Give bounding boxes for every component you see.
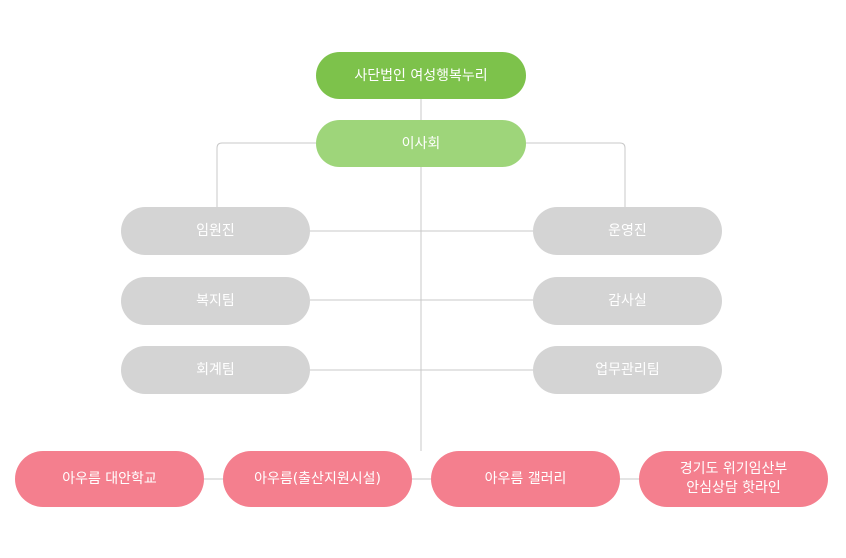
unit-label: 업무관리팀 [595, 362, 660, 378]
facility-label: 아우름 갤러리 [484, 471, 567, 487]
unit-label: 복지팀 [196, 293, 235, 309]
facility-node-birth-support: 아우름(출산지원시설) [223, 451, 412, 507]
unit-node-accounting-team: 회계팀 [121, 346, 310, 394]
unit-label: 회계팀 [196, 362, 235, 378]
unit-label: 운영진 [608, 223, 647, 239]
board-left-branch [216, 142, 316, 207]
root-label: 사단법인 여성행복누리 [354, 67, 488, 84]
unit-node-business-management-team: 업무관리팀 [533, 346, 722, 394]
unit-label: 임원진 [196, 223, 235, 239]
facility-node-gallery: 아우름 갤러리 [431, 451, 620, 507]
facility-label-line-1: 경기도 위기임산부 [679, 461, 788, 477]
root-node: 사단법인 여성행복누리 [316, 52, 526, 99]
board-right-branch [526, 142, 626, 207]
facility-label-line-2: 안심상담 핫라인 [686, 480, 781, 496]
board-label: 이사회 [401, 135, 441, 152]
board-node: 이사회 [316, 120, 526, 167]
unit-node-operations: 운영진 [533, 207, 722, 255]
unit-label: 감사실 [608, 293, 647, 309]
unit-node-welfare-team: 복지팀 [121, 277, 310, 325]
facility-label: 아우름 대안학교 [62, 471, 157, 487]
unit-node-audit-office: 감사실 [533, 277, 722, 325]
facility-node-alternative-school: 아우름 대안학교 [15, 451, 204, 507]
facility-node-hotline: 경기도 위기임산부 안심상담 핫라인 [639, 451, 828, 507]
unit-node-executives: 임원진 [121, 207, 310, 255]
facility-label: 아우름(출산지원시설) [254, 471, 381, 487]
